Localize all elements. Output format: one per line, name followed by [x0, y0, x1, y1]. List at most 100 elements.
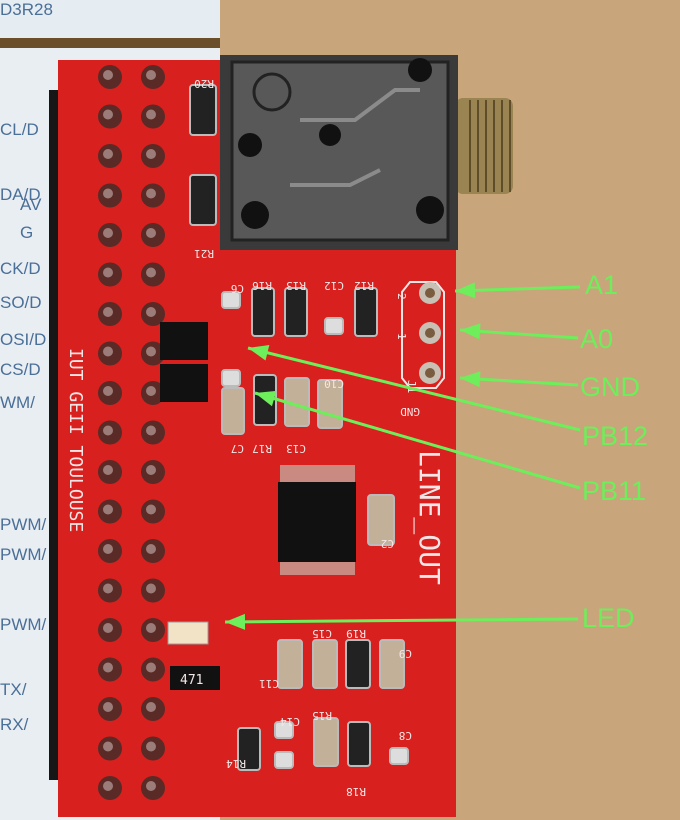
smd-component — [345, 639, 371, 689]
resistor-471-label: 471 — [180, 673, 203, 688]
ref-designator: R17 — [252, 442, 272, 455]
annotation-gnd: GND — [580, 372, 640, 402]
pin-solder — [103, 70, 113, 80]
pin2-silk: 2 — [395, 293, 408, 300]
pin-solder — [146, 386, 156, 396]
pin-solder — [103, 544, 113, 554]
breadboard-label: AV — [20, 195, 42, 214]
ref-designator: C12 — [324, 279, 344, 292]
led — [167, 621, 209, 645]
pin-solder — [146, 267, 156, 278]
annotation-pb12: PB12 — [582, 421, 648, 451]
annotation-arrow — [224, 617, 579, 624]
ic-chip — [278, 465, 356, 575]
smd-component — [324, 317, 344, 335]
ref-designator: C14 — [280, 715, 300, 728]
pin-solder — [146, 228, 156, 238]
gnd-silk: GND — [400, 405, 420, 418]
pin-solder — [146, 109, 156, 120]
ref-designator: R20 — [194, 77, 214, 90]
smd-component — [367, 494, 395, 546]
breadboard-label: CK/D — [0, 259, 41, 278]
breadboard-label: G — [20, 223, 33, 242]
arrowhead-icon — [455, 282, 476, 299]
pin-header — [98, 65, 165, 800]
pin-solder — [146, 188, 156, 199]
breadboard-label: TX/ — [0, 680, 27, 699]
line-out-silk: LINE_OUT — [412, 450, 446, 585]
annotation-arrow — [247, 346, 581, 432]
arrowhead-icon — [255, 390, 277, 407]
pin-solder — [146, 741, 156, 752]
pin-solder — [146, 781, 156, 791]
breadboard-label: RX/ — [0, 715, 29, 734]
pin-solder — [103, 465, 113, 475]
breadboard-label: PWM/ — [0, 545, 47, 564]
breadboard-label: CS/D — [0, 360, 41, 379]
breadboard-label: PWM/ — [0, 615, 47, 634]
arrowhead-icon — [248, 345, 270, 361]
smd-component — [379, 639, 405, 689]
ref-designator: R14 — [226, 757, 246, 770]
smd-component — [237, 727, 261, 771]
breadboard-label: WM/ — [0, 393, 35, 412]
annotation-led: LED — [582, 603, 635, 633]
breadboard-label: PWM/ — [0, 515, 47, 534]
smd-component — [313, 717, 339, 767]
smd-component — [277, 639, 303, 689]
pin-solder — [103, 307, 113, 317]
ref-designator: C10 — [324, 377, 344, 390]
ref-designator: C8 — [399, 729, 412, 742]
smd-component — [347, 721, 371, 767]
smd-component — [354, 287, 378, 337]
smd-component — [221, 291, 241, 309]
pin-solder — [103, 228, 113, 238]
pin-solder — [146, 583, 156, 594]
ref-designator: C7 — [231, 442, 244, 455]
ref-designator: R12 — [354, 279, 374, 292]
ref-designator: C11 — [259, 677, 279, 690]
ref-designator: C6 — [231, 282, 244, 295]
pin-solder — [103, 188, 113, 199]
pin-solder — [103, 741, 113, 752]
smd-component — [251, 287, 275, 337]
ref-designator: R18 — [346, 785, 366, 798]
smd-component — [389, 747, 409, 765]
pin-solder — [103, 781, 113, 791]
breadboard-label: CL/D — [0, 120, 39, 139]
jumper-pb11 — [160, 364, 208, 402]
smd-component — [189, 84, 217, 136]
breadboard-gap — [0, 38, 220, 48]
ref-designator: R15 — [312, 709, 332, 722]
pin-solder — [103, 583, 113, 594]
resistor-471 — [170, 666, 220, 690]
pin-solder — [146, 149, 156, 159]
smd-component — [312, 639, 338, 689]
pin-solder — [103, 267, 113, 278]
breadboard-top — [0, 0, 220, 40]
pin-solder — [103, 702, 113, 712]
smd-component — [189, 174, 217, 226]
pin-solder — [146, 70, 156, 80]
arrowhead-icon — [225, 613, 246, 630]
pin-solder — [103, 425, 113, 436]
ref-designator: R16 — [252, 279, 272, 292]
pin-solder — [146, 544, 156, 554]
pin-solder — [146, 346, 156, 357]
arrowhead-icon — [460, 371, 481, 388]
pin-solder — [103, 623, 113, 633]
breadboard-label: SO/D — [0, 293, 42, 312]
pin-solder — [103, 386, 113, 396]
smd-component — [274, 751, 294, 769]
header-socket — [49, 90, 59, 780]
annotation-a0: A0 — [580, 324, 613, 354]
breadboard-label: DA/D — [0, 185, 41, 204]
smd-component — [221, 387, 245, 435]
ref-designator: R21 — [194, 247, 214, 260]
breadboard-label: D3R28 — [0, 0, 53, 19]
pin-solder — [146, 465, 156, 475]
pin-solder — [146, 702, 156, 712]
annotation-a1: A1 — [585, 270, 618, 300]
ref-designator: R19 — [346, 627, 366, 640]
